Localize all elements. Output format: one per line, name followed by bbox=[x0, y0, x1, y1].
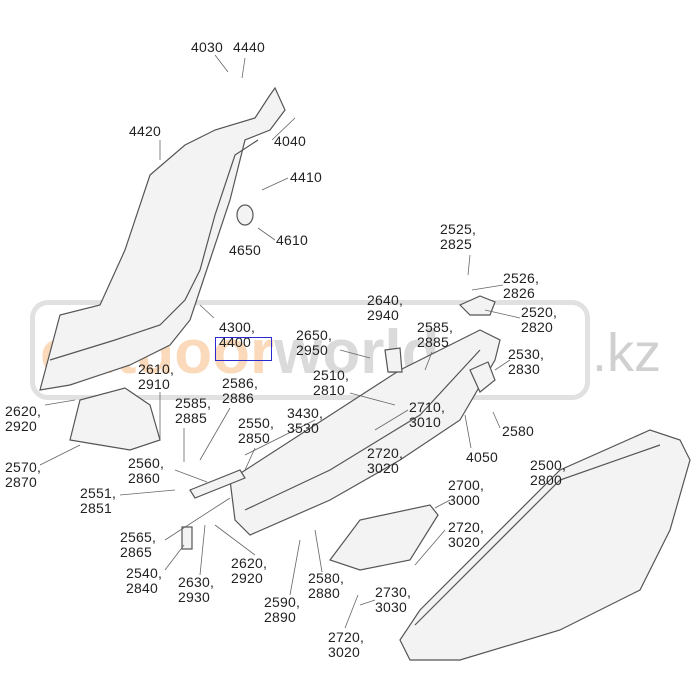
part-label: 2700, 3000 bbox=[448, 477, 485, 508]
rocker-panel-edge bbox=[414, 444, 661, 626]
part-label: 2525, 2825 bbox=[440, 221, 477, 252]
bracket-2570 bbox=[69, 387, 161, 451]
part-label: 2650, 2950 bbox=[296, 327, 333, 358]
part-label: 4440 bbox=[233, 39, 265, 55]
part-label: 2540, 2840 bbox=[126, 565, 163, 596]
part-label: 2720, 3020 bbox=[367, 445, 404, 476]
left-panel-edge bbox=[49, 139, 259, 361]
part-label: 2640, 2940 bbox=[367, 292, 404, 323]
frame-rail-inner bbox=[244, 349, 481, 511]
part-label: 2526, 2826 bbox=[503, 270, 540, 301]
bracket-2550 bbox=[189, 469, 246, 499]
part-label: 2620, 2920 bbox=[5, 403, 42, 434]
bracket-2640 bbox=[384, 347, 403, 373]
part-label: 2590, 2890 bbox=[264, 594, 301, 625]
part-label: 4650 bbox=[229, 242, 261, 258]
part-label: 4050 bbox=[466, 449, 498, 465]
part-label: 2586, 2886 bbox=[222, 375, 259, 406]
part-label: 2520, 2820 bbox=[521, 304, 558, 335]
part-label: 2630, 2930 bbox=[178, 574, 215, 605]
part-label: 2585, 2885 bbox=[175, 395, 212, 426]
part-label: 2500, 2800 bbox=[530, 457, 567, 488]
part-label: 2580 bbox=[502, 423, 534, 439]
cap-4650 bbox=[236, 204, 254, 226]
part-label: 2710, 3010 bbox=[409, 399, 446, 430]
part-label: 2720, 3020 bbox=[448, 519, 485, 550]
part-label: 4030 bbox=[191, 39, 223, 55]
part-2540 bbox=[181, 526, 193, 550]
leader-lines bbox=[39, 54, 521, 629]
part-label: 2580, 2880 bbox=[308, 570, 345, 601]
part-label: 3430, 3530 bbox=[287, 405, 324, 436]
part-label: 2530, 2830 bbox=[508, 346, 545, 377]
step-plate-2700 bbox=[329, 504, 439, 571]
part-label: 2560, 2860 bbox=[128, 455, 165, 486]
latch-2530 bbox=[469, 361, 496, 393]
part-label: 2610, 2910 bbox=[138, 361, 175, 392]
part-label: 2550, 2850 bbox=[238, 415, 275, 446]
part-label: 2510, 2810 bbox=[313, 367, 350, 398]
part-label: 4410 bbox=[290, 169, 322, 185]
watermark-frame bbox=[30, 300, 590, 400]
part-label: 4420 bbox=[129, 123, 161, 139]
part-label: 2730, 3030 bbox=[375, 584, 412, 615]
part-label: 2720, 3020 bbox=[328, 629, 365, 660]
hinge-bracket-2520 bbox=[458, 295, 496, 316]
part-label: 4610 bbox=[276, 232, 308, 248]
part-label: 2620, 2920 bbox=[231, 555, 268, 586]
frame-rail bbox=[229, 329, 501, 536]
left-side-panel bbox=[39, 86, 286, 391]
part-label: 2585, 2885 bbox=[417, 319, 454, 350]
part-label: 2565, 2865 bbox=[120, 529, 157, 560]
watermark-domain: .kz bbox=[592, 323, 662, 383]
part-label: 2551, 2851 bbox=[80, 485, 117, 516]
part-label-highlighted[interactable]: 4300, 4400 bbox=[219, 319, 256, 350]
part-label: 2570, 2870 bbox=[5, 459, 42, 490]
rocker-panel-2500 bbox=[399, 429, 691, 661]
highlight-box bbox=[215, 337, 272, 361]
part-label: 4040 bbox=[274, 133, 306, 149]
